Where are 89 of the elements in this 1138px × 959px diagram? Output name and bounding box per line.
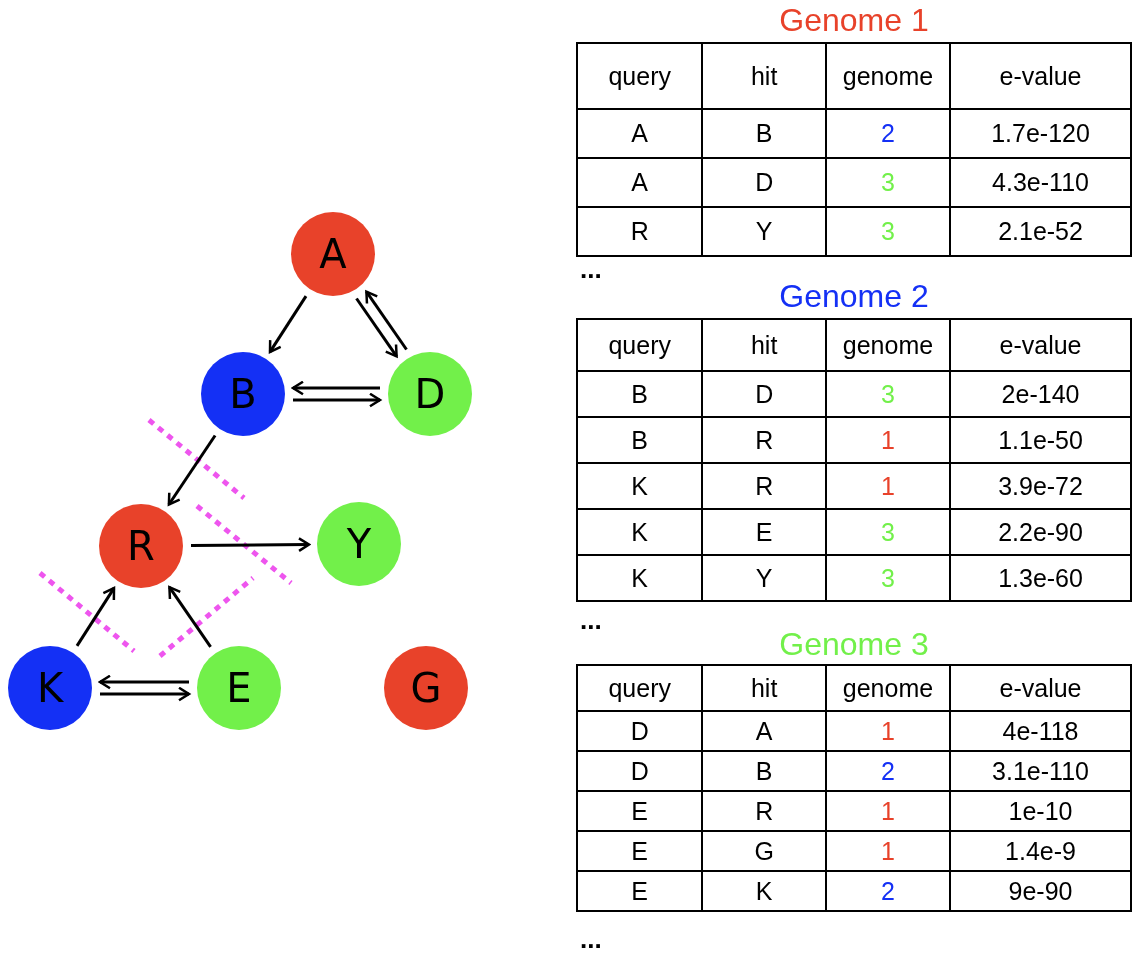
node-label: G (410, 668, 442, 708)
table-cell: 1.7e-120 (950, 109, 1131, 158)
table-title: Genome 2 (779, 278, 929, 314)
table-cell: 9e-90 (950, 871, 1131, 911)
table-cell: E (577, 871, 703, 911)
column-header: e-value (950, 319, 1131, 371)
column-header: e-value (950, 43, 1131, 109)
table-cell: B (702, 751, 826, 791)
table-cell: 2 (825, 751, 951, 791)
table-cell: E (577, 831, 703, 871)
node-label: D (414, 374, 446, 414)
table-cell: 1.3e-60 (950, 555, 1131, 601)
table-cell: A (577, 158, 703, 207)
ellipsis: ... (580, 607, 602, 633)
table-cell: E (577, 791, 703, 831)
table-cell: R (577, 207, 703, 256)
node-label: K (36, 668, 64, 708)
table-cell: 3 (825, 158, 951, 207)
table-cell: 1 (825, 463, 951, 509)
table-cell: K (577, 509, 703, 555)
table-cell: 1 (825, 831, 951, 871)
table-cell: 1 (825, 711, 951, 751)
table-cell: 2.1e-52 (950, 207, 1131, 256)
node-label: A (319, 234, 347, 274)
table-cell: 4.3e-110 (950, 158, 1131, 207)
table-cell: K (702, 871, 826, 911)
table-cell: 3 (825, 509, 951, 555)
table-title: Genome 3 (779, 626, 929, 662)
table-cell: 3 (825, 371, 951, 417)
table-cell: R (702, 417, 826, 463)
table-cell: D (577, 711, 703, 751)
column-header: genome (825, 665, 951, 711)
table-cell: D (702, 158, 826, 207)
column-header: e-value (950, 665, 1131, 711)
table-cell: K (577, 555, 703, 601)
node-label: R (127, 526, 155, 566)
table-cell: A (577, 109, 703, 158)
arrow (191, 537, 311, 553)
table-cell: R (702, 791, 826, 831)
table-cell: 1 (825, 791, 951, 831)
table-cell: 3.1e-110 (950, 751, 1131, 791)
arrow (98, 674, 189, 690)
arrow (291, 380, 380, 396)
table-cell: B (577, 417, 703, 463)
table-cell: 2e-140 (950, 371, 1131, 417)
table-cell: 3 (825, 555, 951, 601)
table-cell: 4e-118 (950, 711, 1131, 751)
table-cell: K (577, 463, 703, 509)
arrow (293, 392, 382, 408)
table-cell: B (702, 109, 826, 158)
table-cell: G (702, 831, 826, 871)
arrow (168, 585, 212, 648)
arrow (365, 290, 408, 351)
table-cell: 3.9e-72 (950, 463, 1131, 509)
table-cell: D (577, 751, 703, 791)
node-label: B (229, 374, 257, 414)
table-cell: 2 (825, 109, 951, 158)
table-cell: Y (702, 207, 826, 256)
arrow (167, 434, 217, 506)
column-header: hit (702, 319, 826, 371)
table-cell: Y (702, 555, 826, 601)
table-cell: 1.4e-9 (950, 831, 1131, 871)
ellipsis: ... (580, 256, 602, 282)
table-cell: R (702, 463, 826, 509)
table-cell: A (702, 711, 826, 751)
column-header: hit (702, 665, 826, 711)
column-header: genome (825, 319, 951, 371)
table-title: Genome 1 (779, 2, 929, 38)
table-cell: 1e-10 (950, 791, 1131, 831)
column-header: query (577, 43, 703, 109)
arrow (100, 686, 191, 702)
table-cell: 1.1e-50 (950, 417, 1131, 463)
table-cell: 2.2e-90 (950, 509, 1131, 555)
column-header: query (577, 319, 703, 371)
table-cell: 3 (825, 207, 951, 256)
table-cell: 2 (825, 871, 951, 911)
arrow (268, 295, 308, 354)
column-header: genome (825, 43, 951, 109)
node-label: E (226, 668, 252, 708)
table-cell: D (702, 371, 826, 417)
ellipsis: ... (580, 926, 602, 952)
table-cell: 1 (825, 417, 951, 463)
column-header: hit (702, 43, 826, 109)
arrow (355, 297, 398, 358)
node-label: Y (346, 524, 372, 564)
table-cell: B (577, 371, 703, 417)
table-cell: E (702, 509, 826, 555)
column-header: query (577, 665, 703, 711)
arrow (75, 586, 116, 647)
